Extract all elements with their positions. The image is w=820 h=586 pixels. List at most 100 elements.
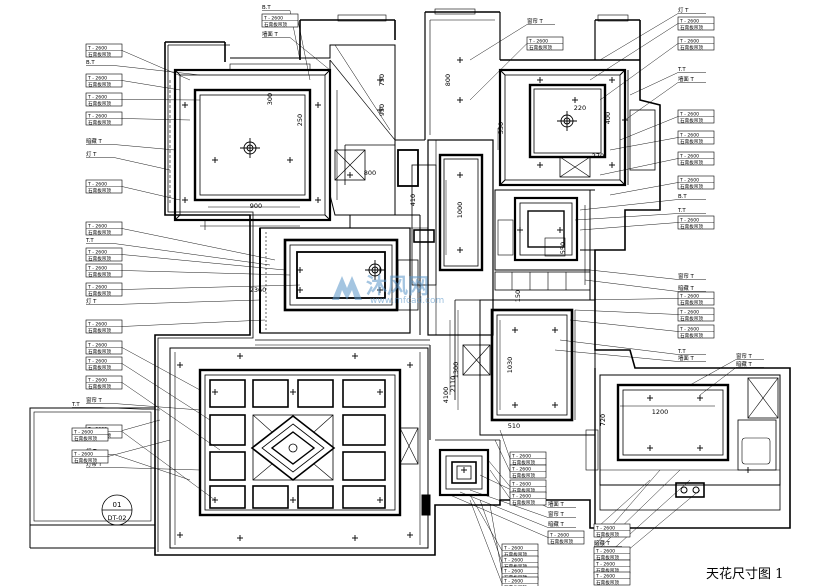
- bathroom-right-ceiling: [494, 189, 595, 291]
- dimension-value: 2360: [250, 286, 267, 294]
- ceiling-light-icon: [517, 227, 523, 233]
- dimension-value: 750: [378, 74, 386, 86]
- entry-hall-ceiling: [255, 227, 430, 346]
- ceiling-light-icon: [290, 389, 296, 395]
- leader-label: 灯带 T: [86, 460, 102, 468]
- callout-code: T - 2600: [87, 322, 107, 328]
- leader-text: 暗藏 T: [736, 360, 752, 368]
- callout-material: 石膏板吊顶: [512, 472, 535, 479]
- central-diamond: [250, 414, 336, 482]
- chandelier-icon: [240, 138, 260, 158]
- ceiling-light-icon: [457, 97, 463, 103]
- callout-code: T - 2600: [679, 178, 699, 184]
- dimension-value: 800: [364, 169, 376, 177]
- callout-code: T - 2600: [87, 46, 107, 52]
- corridor-top: [329, 44, 420, 216]
- ceiling-light-icon: [457, 57, 463, 63]
- dimension-value: 4100: [442, 387, 450, 404]
- callout-code: T - 2600: [679, 19, 699, 25]
- dimension-value: 800: [444, 74, 452, 86]
- ceiling-light-icon: [377, 389, 383, 395]
- kitchen-ceiling: [585, 368, 781, 528]
- callout-code: T - 2600: [73, 452, 93, 458]
- leader-label: 窗帘 T: [86, 396, 102, 404]
- callout-material: 石膏板吊顶: [680, 138, 703, 145]
- ceiling-light-icon: [177, 362, 183, 368]
- callout-code: T - 2600: [679, 112, 699, 118]
- callout-code: T - 2600: [87, 76, 107, 82]
- section-marker-bottom: DT-02: [108, 514, 127, 522]
- ceiling-light-icon: [572, 97, 578, 103]
- ceiling-light-icon: [182, 197, 188, 203]
- callout-material: 石膏板吊顶: [529, 44, 552, 51]
- callout-material: 石膏板吊顶: [596, 567, 619, 574]
- ceiling-light-icon: [377, 287, 383, 293]
- callout-material: 石膏板吊顶: [88, 383, 111, 390]
- callout-code: T - 2600: [679, 294, 699, 300]
- ceiling-light-icon: [237, 353, 243, 359]
- leader-text: 窗帘 T: [86, 396, 102, 404]
- callout-code: T - 2600: [503, 546, 523, 552]
- ceiling-light-icon: [537, 77, 543, 83]
- leader-text: T.T: [677, 349, 686, 355]
- callout-code: T - 2600: [503, 558, 523, 564]
- callout-code: T - 2600: [87, 182, 107, 188]
- ceiling-light-icon: [352, 535, 358, 541]
- callout-material: 石膏板吊顶: [680, 223, 703, 230]
- ceiling-light-icon: [287, 157, 293, 163]
- dimension-value: 510: [508, 422, 520, 430]
- dimension-value: 720: [599, 414, 607, 426]
- ceiling-light-icon: [557, 227, 563, 233]
- leader-label: 灯 T: [678, 6, 689, 14]
- ceiling-light-icon: [177, 532, 183, 538]
- ceiling-lights: [177, 57, 751, 541]
- section-marker: [101, 494, 133, 526]
- ceiling-light-icon: [457, 247, 463, 253]
- leader-text: T.T: [677, 67, 686, 73]
- callout-material: 石膏板吊顶: [512, 487, 535, 494]
- ceiling-light-icon: [182, 102, 188, 108]
- callout-material: 石膏板吊顶: [680, 44, 703, 51]
- leader-label: 墙面 T: [262, 30, 278, 38]
- callout-material: 石膏板吊顶: [88, 229, 111, 236]
- ceiling-light-icon: [647, 445, 653, 451]
- ceiling-light-icon: [407, 532, 413, 538]
- ceiling-light-icon: [212, 389, 218, 395]
- inner-walls: [349, 140, 625, 440]
- living-room-ceiling: [154, 335, 431, 555]
- leader-label: 窗帘 T: [548, 510, 564, 518]
- dining-ceiling: [454, 299, 596, 436]
- leader-label: 暗藏 T: [594, 539, 610, 547]
- ceiling-light-icon: [315, 102, 321, 108]
- leader-text: B.T: [262, 5, 271, 11]
- callout-material: 石膏板吊顶: [504, 551, 527, 558]
- callout-code: T - 2600: [87, 114, 107, 120]
- callout-code: T - 2600: [549, 533, 569, 539]
- leader-label: 墙面 T: [678, 354, 694, 362]
- callout-code: T - 2600: [679, 327, 699, 333]
- callout-material: 石膏板吊顶: [88, 327, 111, 334]
- callout-material: 石膏板吊顶: [74, 435, 97, 442]
- callout-material: 石膏板吊顶: [88, 51, 111, 58]
- leader-label: T.T: [677, 208, 686, 214]
- leader-text: 灯 T: [86, 150, 97, 158]
- callout-code: T - 2600: [511, 494, 531, 500]
- callout-material: 石膏板吊顶: [680, 183, 703, 190]
- ceiling-light-icon: [377, 107, 383, 113]
- callout-material: 石膏板吊顶: [88, 271, 111, 278]
- leader-text: 灯 T: [86, 297, 97, 305]
- callout-code: T - 2600: [595, 574, 615, 580]
- ceiling-light-icon: [297, 287, 303, 293]
